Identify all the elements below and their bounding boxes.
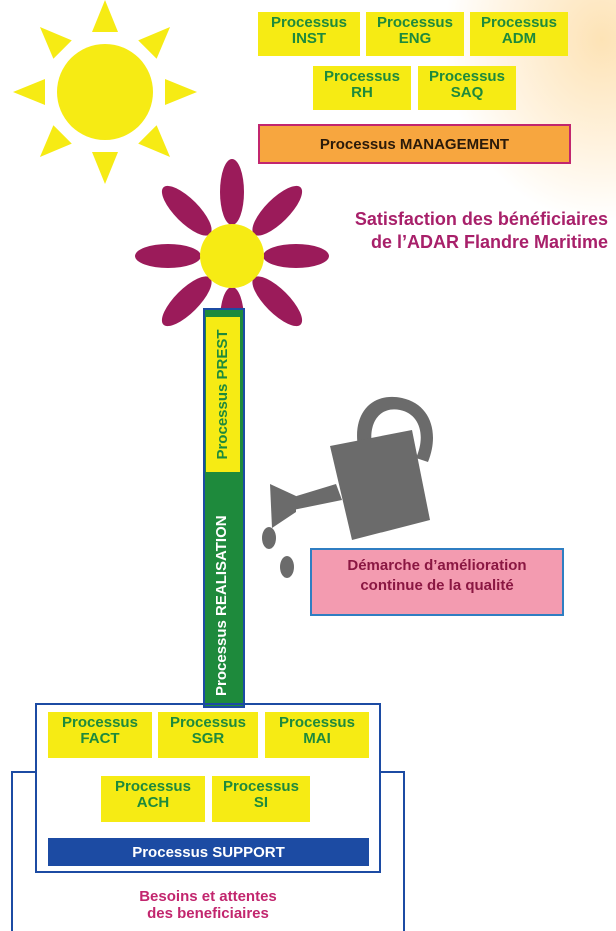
besoins-line1: Besoins et attentes [139, 888, 277, 905]
sun-ray [165, 79, 197, 105]
flower-petal [161, 276, 212, 327]
support-bar: Processus SUPPORT [48, 838, 369, 866]
flower-petal [220, 159, 244, 225]
flower-petal [135, 244, 201, 268]
sun-ray [39, 26, 72, 59]
management-label: Processus MANAGEMENT [319, 135, 510, 153]
satisfaction-text: Satisfaction des bénéficiaires de l’ADAR… [288, 208, 608, 254]
besoins-text: Besoins et attentes des beneficiaires [80, 888, 336, 922]
satisfaction-line2: de l’ADAR Flandre Maritime [370, 232, 608, 252]
sun-ray [13, 79, 45, 105]
flower-petal [161, 185, 212, 236]
amelioration-line2: continue de la qualité [360, 577, 514, 594]
support-label: Processus SUPPORT [132, 843, 285, 861]
sun-ray [138, 125, 171, 158]
sun-ray [138, 26, 171, 59]
besoins-line2: des beneficiaires [147, 905, 269, 922]
amelioration-note: Démarche d’amélioration continue de la q… [310, 548, 564, 616]
amelioration-line1: Démarche d’amélioration [347, 557, 527, 574]
sun-ray [92, 0, 118, 32]
flower-petal [263, 244, 329, 268]
flower-petal [252, 276, 303, 327]
sun-ray [39, 125, 72, 158]
management-bar: Processus MANAGEMENT [258, 124, 571, 164]
support-frame [35, 703, 381, 873]
sun-ray [92, 152, 118, 184]
satisfaction-line1: Satisfaction des bénéficiaires [354, 209, 608, 229]
flower-petal [252, 185, 303, 236]
